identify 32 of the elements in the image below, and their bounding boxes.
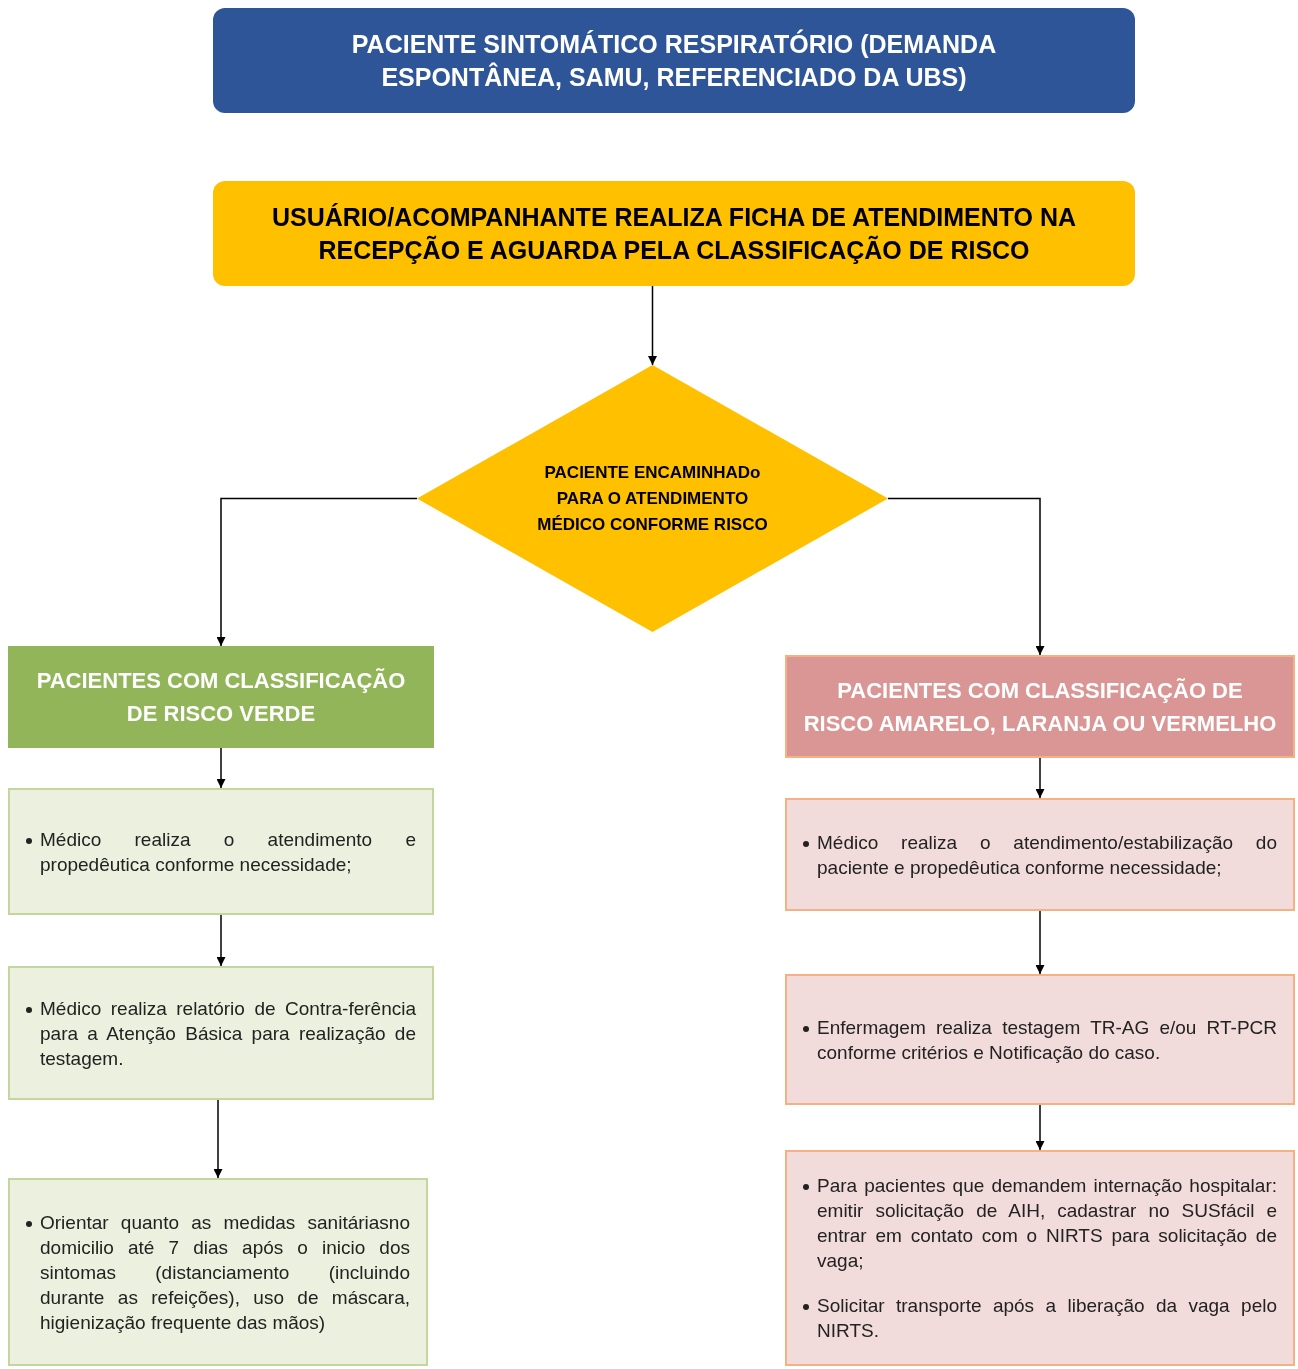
box-title: PACIENTES COM CLASSIFICAÇÃO DE RISCO VERDE [35, 667, 407, 728]
step-text: Para pacientes que demandem internação hospitalar: emitir solicitação de AIH, cadastrar no SUSfácil e entrar em contato com o NIRTS para solicitação de vaga; [817, 1174, 1277, 1273]
step-text: Médico realiza o atendimento e propedêutica conforme necessidade; [40, 827, 416, 877]
arrow [213, 1099, 223, 1179]
arrow [887, 497, 1045, 656]
arrow [216, 747, 226, 789]
process-box [785, 798, 1295, 911]
decision-diamond [417, 365, 888, 632]
arrow [216, 914, 226, 967]
box-title: USUÁRIO/ACOMPANHANTE REALIZA FICHA DE ATENDIMENTO NA RECEPÇÃO E AGUARDA PELA CLASSIFICAÇÃO DE RISCO [270, 201, 1078, 266]
box-title: PACIENTES COM CLASSIFICAÇÃO DE RISCO AMARELO, LARANJA OU VERMELHO [803, 676, 1277, 738]
process-box [8, 788, 434, 915]
arrow [1035, 1104, 1045, 1151]
arrow [216, 497, 418, 647]
process-box [8, 966, 434, 1100]
step-text: Médico realiza o atendimento/estabilização do paciente e propedêutica conforme necessidade; [817, 830, 1277, 880]
step-text: Enfermagem realiza testagem TR-AG e/ou RT-PCR conforme critérios e Notificação do caso. [817, 1015, 1277, 1065]
step-text: Médico realiza relatório de Contra-ferência para a Atenção Básica para realização de testagem. [40, 996, 416, 1071]
step-text: Orientar quanto as medidas sanitáriasno domicilio até 7 dias após o inicio dos sintomas (distanciamento (incluindo durante as refeições), uso de máscara, higienização frequente das mãos) [40, 1210, 410, 1335]
process-box [8, 1178, 428, 1366]
header-box [8, 646, 434, 748]
start-box [213, 8, 1135, 113]
box-title: PACIENTE ENCAMINHADo PARA O ATENDIMENTO MÉDICO CONFORME RISCO [537, 461, 768, 536]
process-box [785, 1150, 1295, 1366]
arrow [1035, 757, 1045, 799]
process-box [213, 181, 1135, 286]
step-text: Solicitar transporte após a liberação da vaga pelo NIRTS. [817, 1294, 1277, 1343]
arrow [648, 285, 657, 366]
arrow [1035, 910, 1045, 975]
header-box [785, 655, 1295, 758]
process-box [785, 974, 1295, 1105]
box-title: PACIENTE SINTOMÁTICO RESPIRATÓRIO (DEMANDA ESPONTÂNEA, SAMU, REFERENCIADO DA UBS) [350, 28, 998, 93]
